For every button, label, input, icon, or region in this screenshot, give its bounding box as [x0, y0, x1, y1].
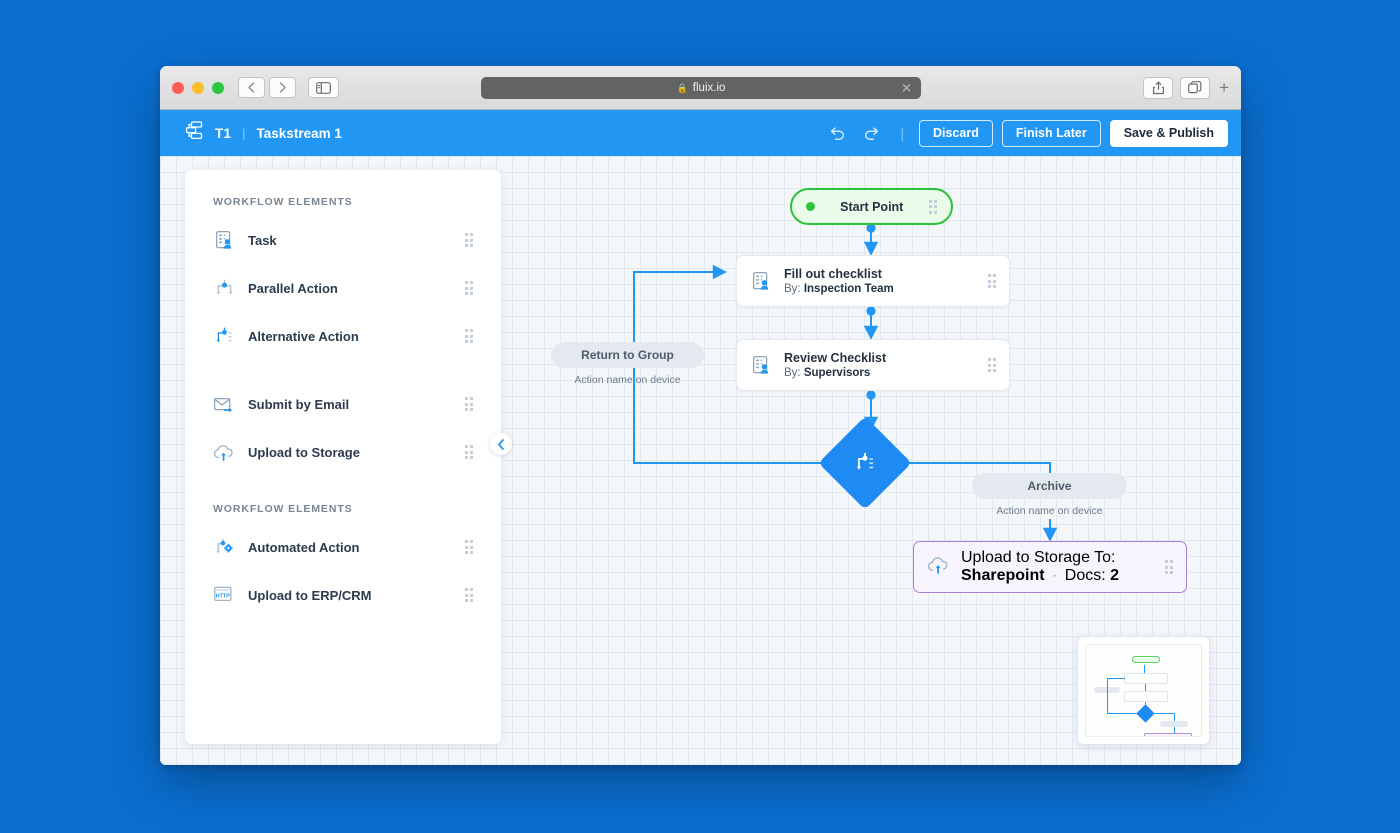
node-title: Review Checklist: [784, 351, 887, 365]
palette-item-label: Upload to Storage: [248, 444, 360, 460]
finish-later-button[interactable]: Finish Later: [1001, 119, 1101, 147]
status-dot-icon: [806, 202, 815, 211]
drag-grip-icon[interactable]: [464, 397, 473, 411]
drag-grip-icon[interactable]: [464, 281, 473, 295]
page-title: Taskstream 1: [256, 125, 342, 141]
drag-grip-icon[interactable]: [464, 588, 473, 602]
drag-grip-icon[interactable]: [464, 329, 473, 343]
lock-icon: 🔒: [676, 82, 688, 93]
redo-icon[interactable]: [859, 120, 885, 146]
cloud-upload-icon: [213, 441, 235, 463]
palette-section-title-2: WORKFLOW ELEMENTS: [213, 503, 353, 515]
canvas-minimap[interactable]: [1077, 636, 1210, 745]
close-icon[interactable]: ✕: [901, 80, 912, 96]
palette-item-label: Task: [248, 232, 277, 248]
parallel-action-icon: [213, 277, 235, 299]
palette-item-label: Alternative Action: [248, 328, 359, 344]
http-upload-icon: HTTP: [213, 584, 235, 606]
drag-grip-icon[interactable]: [464, 445, 473, 459]
show-tabs-button[interactable]: [1180, 76, 1211, 99]
close-window-button[interactable]: [172, 81, 184, 94]
task-checklist-person-icon: [213, 229, 235, 251]
drag-grip-icon[interactable]: [464, 233, 473, 247]
drag-grip-icon[interactable]: [987, 274, 996, 288]
toolbar-divider: |: [900, 125, 904, 141]
minimize-window-button[interactable]: [192, 81, 204, 94]
email-submit-icon: [213, 393, 235, 415]
new-tab-button[interactable]: +: [1219, 77, 1229, 97]
app-body: WORKFLOW ELEMENTS Task: [160, 156, 1241, 765]
undo-icon[interactable]: [824, 120, 850, 146]
palette-item-alternative-action[interactable]: Alternative Action: [185, 312, 501, 360]
workflow-code: T1: [215, 125, 232, 141]
task-checklist-person-icon: [750, 354, 773, 377]
discard-button[interactable]: Discard: [918, 119, 993, 147]
browser-toolbar: 🔒 fluix.io ✕ +: [160, 66, 1241, 110]
node-archive[interactable]: Archive: [972, 473, 1127, 499]
node-decision-alternative-action[interactable]: [818, 416, 912, 510]
window-traffic-lights: [172, 81, 224, 94]
palette-item-parallel-action[interactable]: Parallel Action: [185, 264, 501, 312]
breadcrumb: T1 | Taskstream 1: [185, 121, 342, 145]
drag-grip-icon[interactable]: [1164, 560, 1173, 574]
node-fill-out-checklist[interactable]: Fill out checklist By: Inspection Team: [736, 255, 1010, 307]
svg-text:HTTP: HTTP: [216, 593, 230, 599]
minimap-viewport: [1085, 644, 1202, 737]
maximize-window-button[interactable]: [212, 81, 224, 94]
node-return-to-group[interactable]: Return to Group: [551, 342, 704, 368]
node-review-checklist[interactable]: Review Checklist By: Supervisors: [736, 339, 1010, 391]
palette-section-title-1: WORKFLOW ELEMENTS: [213, 196, 353, 208]
app-header: T1 | Taskstream 1 | Discard Finish Later…: [160, 110, 1241, 156]
node-upload-to-storage[interactable]: Upload to Storage To: Sharepoint · Docs:…: [913, 541, 1187, 593]
nav-buttons: [238, 77, 296, 98]
workflow-sitemap-icon: [185, 121, 204, 145]
share-button[interactable]: [1143, 76, 1174, 99]
workflow-elements-panel: WORKFLOW ELEMENTS Task: [185, 170, 501, 744]
node-meta: By: Inspection Team: [784, 283, 894, 295]
drag-grip-icon[interactable]: [928, 199, 937, 214]
sidebar-toggle-button[interactable]: [308, 77, 339, 98]
back-button[interactable]: [238, 77, 265, 98]
alternative-action-icon: [853, 451, 877, 475]
node-start-point[interactable]: Start Point: [790, 188, 953, 225]
node-meta: To: Sharepoint · Docs: 2: [961, 549, 1120, 584]
url-text: fluix.io: [692, 82, 726, 94]
alternative-action-icon: [213, 325, 235, 347]
drag-grip-icon[interactable]: [464, 540, 473, 554]
browser-window: 🔒 fluix.io ✕ + T1: [160, 66, 1241, 765]
palette-item-label: Submit by Email: [248, 396, 350, 412]
palette-item-upload-to-storage[interactable]: Upload to Storage: [185, 428, 501, 476]
task-checklist-person-icon: [750, 270, 773, 293]
node-label: Start Point: [840, 199, 904, 214]
panel-collapse-button[interactable]: [490, 433, 512, 455]
palette-item-upload-to-erp-crm[interactable]: HTTP Upload to ERP/CRM: [185, 571, 501, 619]
palette-item-label: Upload to ERP/CRM: [248, 587, 372, 603]
palette-item-task[interactable]: Task: [185, 216, 501, 264]
palette-item-automated-action[interactable]: Automated Action: [185, 523, 501, 571]
palette-item-submit-by-email[interactable]: Submit by Email: [185, 380, 501, 428]
drag-grip-icon[interactable]: [987, 358, 996, 372]
address-bar[interactable]: 🔒 fluix.io ✕: [481, 77, 921, 99]
archive-caption: Action name on device: [996, 505, 1103, 517]
palette-item-label: Parallel Action: [248, 280, 338, 296]
workflow-graph: Start Point Fill out checklist: [160, 156, 1241, 765]
forward-button[interactable]: [269, 77, 296, 98]
node-title: Fill out checklist: [784, 267, 882, 281]
node-meta: By: Supervisors: [784, 367, 871, 379]
toolbar-right-actions: +: [1143, 76, 1231, 99]
breadcrumb-separator: |: [242, 125, 246, 141]
palette-item-label: Automated Action: [248, 539, 360, 555]
automated-action-gear-icon: [213, 536, 235, 558]
app-header-actions: | Discard Finish Later Save & Publish: [824, 119, 1228, 147]
node-title: Upload to Storage: [961, 549, 1090, 566]
return-to-group-caption: Action name on device: [574, 374, 681, 386]
save-publish-button[interactable]: Save & Publish: [1109, 119, 1228, 147]
cloud-upload-icon: [927, 554, 950, 581]
